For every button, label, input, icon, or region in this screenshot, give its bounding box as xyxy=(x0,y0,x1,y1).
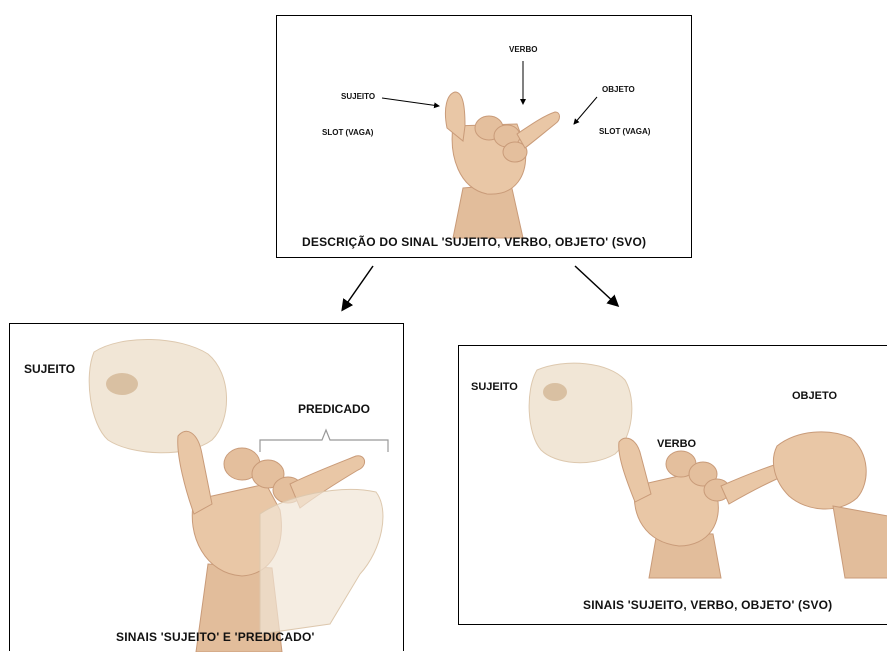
svo-signs-illustration xyxy=(459,346,887,626)
label-slot-right: SLOT (VAGA) xyxy=(599,127,650,136)
label-sujeito: SUJEITO xyxy=(471,381,518,393)
svo-description-panel: SUJEITO VERBO OBJETO SLOT (VAGA) SLOT (V… xyxy=(276,15,692,258)
label-slot-left: SLOT (VAGA) xyxy=(322,128,373,137)
label-predicado: PREDICADO xyxy=(298,402,370,416)
label-sujeito: SUJEITO xyxy=(24,362,75,376)
svo-hand-illustration xyxy=(277,16,693,259)
arrow-to-left-panel xyxy=(343,266,373,309)
svo-description-caption: DESCRIÇÃO DO SINAL 'SUJEITO, VERBO, OBJE… xyxy=(302,235,646,249)
label-verbo: VERBO xyxy=(509,45,537,54)
subject-predicate-caption: SINAIS 'SUJEITO' E 'PREDICADO' xyxy=(116,630,315,644)
label-sujeito: SUJEITO xyxy=(341,92,375,101)
arrow-to-right-panel xyxy=(575,266,617,305)
label-objeto: OBJETO xyxy=(602,85,635,94)
subject-predicate-panel: SUJEITO PREDICADO SINAIS 'SUJEITO' E 'PR… xyxy=(9,323,404,651)
svo-signs-panel: SUJEITO VERBO OBJETO SINAIS 'SUJEITO, VE… xyxy=(458,345,887,625)
label-objeto: OBJETO xyxy=(792,390,837,402)
svo-signs-caption: SINAIS 'SUJEITO, VERBO, OBJETO' (SVO) xyxy=(583,598,832,612)
label-verbo: VERBO xyxy=(657,438,696,450)
